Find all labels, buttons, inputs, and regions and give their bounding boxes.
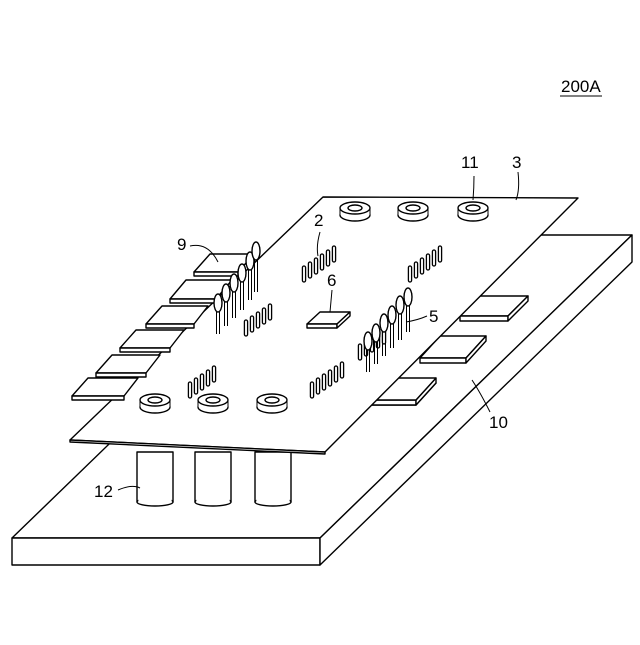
chip-front bbox=[307, 324, 337, 328]
post bbox=[255, 452, 291, 506]
lead-pin bbox=[308, 262, 311, 278]
lead-pin bbox=[432, 250, 435, 266]
wire-loop bbox=[380, 314, 388, 332]
label-11: 11 bbox=[461, 153, 479, 172]
label-10: 10 bbox=[489, 413, 508, 432]
washer-hole bbox=[265, 397, 279, 403]
washer bbox=[458, 202, 488, 221]
base-pad-edge bbox=[460, 316, 508, 321]
lead-pin bbox=[420, 258, 423, 274]
wire-loop bbox=[238, 264, 246, 282]
washer bbox=[340, 202, 370, 221]
leader-3 bbox=[516, 172, 519, 200]
lead-pin bbox=[426, 254, 429, 270]
lead-pin bbox=[328, 370, 331, 386]
lead-pin bbox=[256, 312, 259, 328]
lead-pin bbox=[268, 304, 271, 320]
terminal-pad-edge bbox=[170, 299, 216, 303]
lead-pin bbox=[322, 374, 325, 390]
washer bbox=[140, 394, 170, 413]
washer-hole bbox=[348, 205, 362, 211]
lead-pin bbox=[244, 320, 247, 336]
lead-pin bbox=[206, 370, 209, 386]
lead-pin bbox=[408, 266, 411, 282]
terminal-pad-edge bbox=[72, 396, 124, 400]
washer bbox=[198, 394, 228, 413]
wire-loop bbox=[388, 306, 396, 324]
lead-pin bbox=[194, 378, 197, 394]
lead-pin bbox=[334, 366, 337, 382]
wire-loop bbox=[252, 242, 260, 260]
base-front-face bbox=[12, 538, 320, 565]
washer bbox=[398, 202, 428, 221]
label-5: 5 bbox=[429, 307, 438, 326]
washer-hole bbox=[406, 205, 420, 211]
terminal-pad-edge bbox=[96, 373, 146, 377]
lead-pin bbox=[188, 382, 191, 398]
wire-loop bbox=[222, 284, 230, 302]
label-12: 12 bbox=[94, 482, 113, 501]
lead-pin bbox=[314, 258, 317, 274]
post-mask bbox=[196, 490, 229, 502]
washer-hole bbox=[466, 205, 480, 211]
wire-loop bbox=[396, 296, 404, 314]
lead-pin bbox=[358, 344, 361, 360]
wire-loop bbox=[214, 294, 222, 312]
post bbox=[195, 452, 231, 506]
wire-loop bbox=[230, 274, 238, 292]
terminal-pad-edge bbox=[120, 348, 170, 352]
base-pad-edge bbox=[372, 400, 416, 405]
lead-pin bbox=[320, 254, 323, 270]
label-3: 3 bbox=[512, 153, 521, 172]
label-9: 9 bbox=[177, 235, 186, 254]
lead-pin bbox=[316, 378, 319, 394]
lead-pin bbox=[212, 366, 215, 382]
wire-loop bbox=[364, 332, 372, 350]
post-mask bbox=[138, 490, 171, 502]
leader-11 bbox=[473, 176, 474, 200]
base-pad-edge bbox=[420, 358, 466, 363]
washer-hole bbox=[148, 397, 162, 403]
lead-pin bbox=[414, 262, 417, 278]
support-posts bbox=[137, 452, 291, 506]
lead-pin bbox=[250, 316, 253, 332]
washer-hole bbox=[206, 397, 220, 403]
lead-pin bbox=[326, 250, 329, 266]
terminal-pad-edge bbox=[146, 324, 194, 328]
lead-pin bbox=[332, 246, 335, 262]
lead-pin bbox=[438, 246, 441, 262]
wire-loop bbox=[372, 324, 380, 342]
post-mask bbox=[256, 490, 289, 502]
lead-pin bbox=[340, 362, 343, 378]
figure-id-label: 200A bbox=[561, 77, 601, 96]
washer bbox=[257, 394, 287, 413]
lead-pin bbox=[302, 266, 305, 282]
lead-pin bbox=[200, 374, 203, 390]
lead-pin bbox=[262, 308, 265, 324]
post bbox=[137, 452, 173, 506]
wire-loop bbox=[404, 288, 412, 306]
label-2: 2 bbox=[314, 211, 323, 230]
label-6: 6 bbox=[327, 271, 336, 290]
lead-pin bbox=[310, 382, 313, 398]
